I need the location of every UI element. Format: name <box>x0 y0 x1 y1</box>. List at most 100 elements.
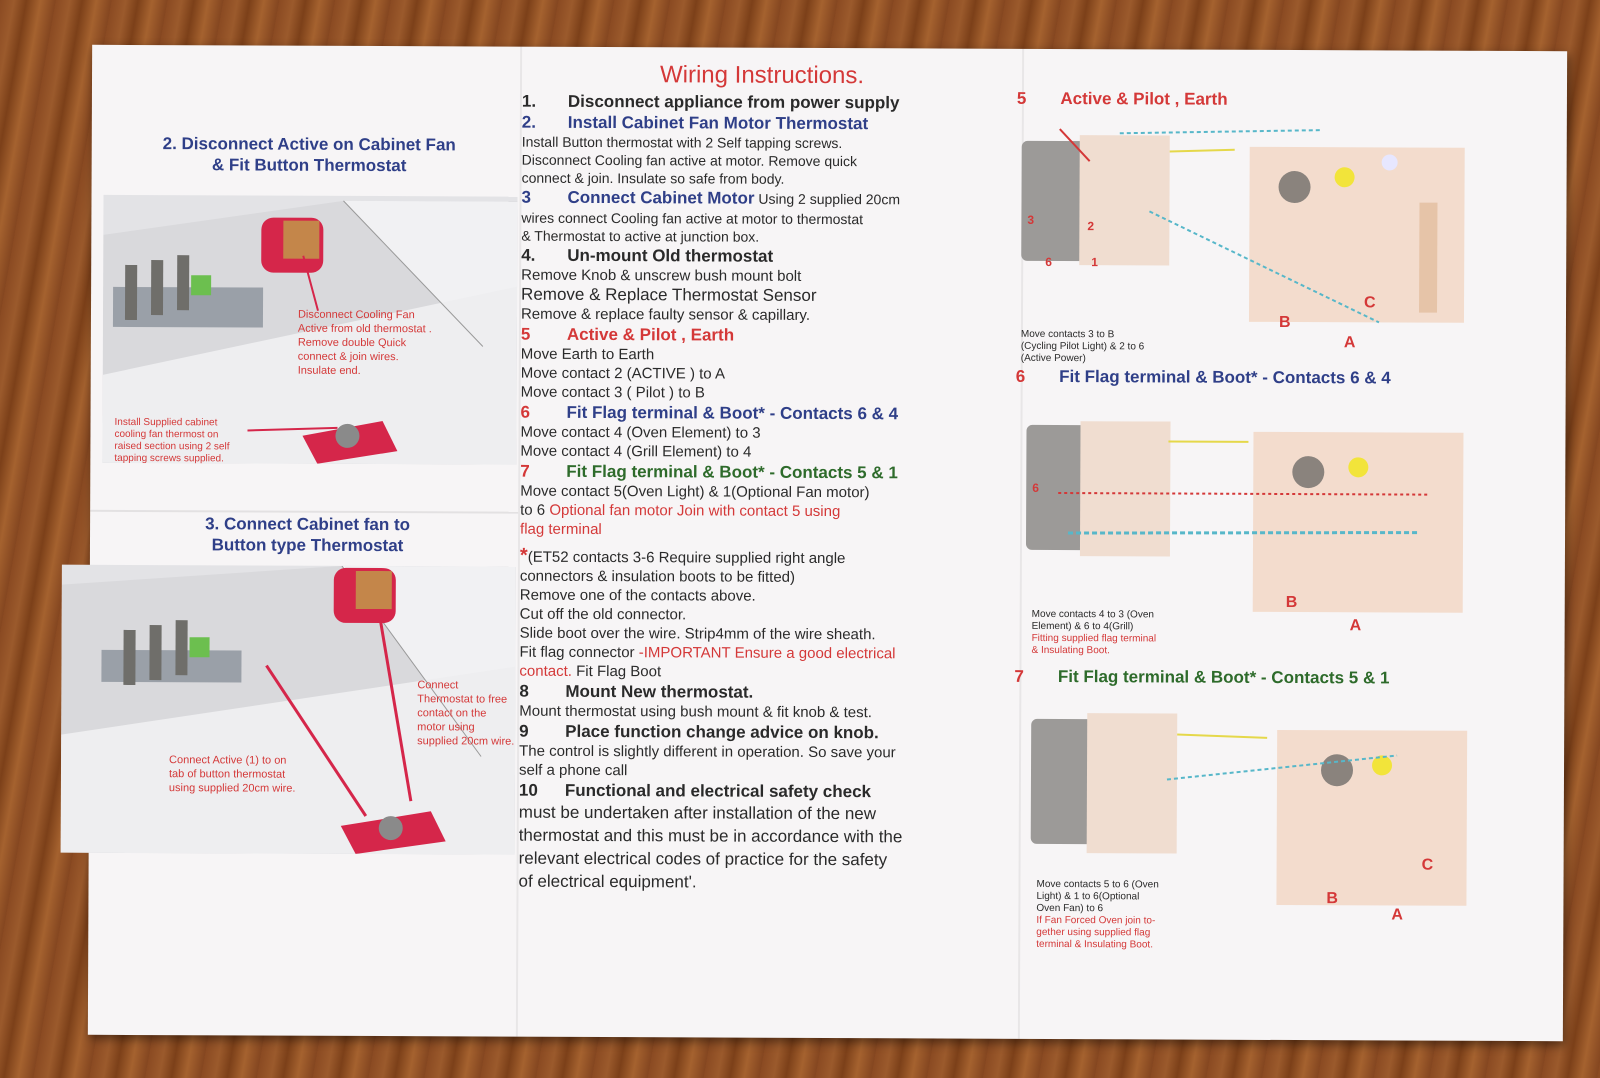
heading-text: Fit Flag terminal & Boot* - Contacts 6 &… <box>1059 367 1391 388</box>
terminal-b-label: B <box>1326 890 1339 908</box>
section-2-title: 2. Disconnect Active on Cabinet Fan & Fi… <box>112 133 507 177</box>
note-line-red: If Fan Forced Oven join to- <box>1036 914 1156 927</box>
section-3-title: 3. Connect Cabinet fan to Button type Th… <box>110 513 505 557</box>
body-line: relevant electrical codes of practice fo… <box>518 848 888 870</box>
note-line: Install Supplied cabinet <box>114 416 218 429</box>
step-title: Place function change advice on knob. <box>565 721 879 743</box>
step-number: 10 <box>518 780 538 800</box>
body-line: Cut off the old connector. <box>519 605 687 624</box>
terminal-label: 3 <box>1027 212 1035 227</box>
body-line: Move contact 5(Oven Light) & 1(Optional … <box>520 482 870 502</box>
step-number: 2. <box>521 112 537 132</box>
note-line: tab of button thermostat <box>168 768 286 781</box>
diagram-5-title: 5 Active & Pilot , Earth <box>1017 89 1228 110</box>
terminal-label: 1 <box>1091 255 1098 270</box>
step-number: 6 <box>520 402 531 422</box>
step-number: 1. <box>521 91 537 111</box>
terminal-label: 6 <box>1045 254 1052 269</box>
step-2-body: Install Button thermostat with 2 Self ta… <box>522 133 1002 189</box>
right-heading-7: 7 Fit Flag terminal & Boot* - Contacts 5 … <box>1014 667 1389 689</box>
body-line: (ET52 contacts 3-6 Require supplied righ… <box>527 548 846 568</box>
note-line: Connect Thermostat to free <box>417 679 508 706</box>
step-number: 9 <box>519 721 529 741</box>
body-line: & Thermostat to active at junction box. <box>521 227 760 245</box>
body-line: Remove one of the contacts above. <box>519 586 756 605</box>
step-5: 5 Active & Pilot , Earth <box>521 324 1001 347</box>
note-line: Move contacts 5 to 6 (Oven <box>1036 878 1159 891</box>
step-3: 3 Connect Cabinet Motor Using 2 supplied … <box>521 187 1001 211</box>
cabinet-motor-drawing <box>60 565 516 855</box>
step-5-body: Move Earth to Earth Move contact 2 (ACTI… <box>521 345 1001 404</box>
body-line-red: Optional fan motor Join with contact 5 u… <box>545 501 841 521</box>
step-4-body: Remove Knob & unscrew bush mount bolt Re… <box>521 266 1001 326</box>
note-line: tapping screws supplied. <box>114 452 224 465</box>
terminal-a-label: A <box>1391 906 1403 924</box>
body-line: connectors & insulation boots to be fitt… <box>519 567 796 586</box>
note-line-red: gether using supplied flag <box>1036 926 1151 939</box>
heading-text: Active & Pilot , Earth <box>1060 89 1228 109</box>
cabinet-fan-drawing <box>102 200 518 465</box>
note-line: cooling fan thermost on <box>114 428 219 441</box>
asterisk: * <box>519 544 528 567</box>
body-line: Disconnect Cooling fan active at motor. … <box>521 151 858 170</box>
terminal-c-label: C <box>1421 856 1434 874</box>
section-3-title-line2: Button type Thermostat <box>211 535 404 556</box>
note-line-red: & Insulating Boot. <box>1031 644 1110 657</box>
step-number: 5 <box>520 324 531 344</box>
body-line: Move contact 4 (Oven Element) to 3 <box>520 423 761 442</box>
terminal-label: 2 <box>1087 219 1095 234</box>
body-line: self a phone call <box>518 761 628 780</box>
section-2-note-install: Install Supplied cabinet cooling fan the… <box>114 417 229 465</box>
terminal-a-label: A <box>1343 334 1356 352</box>
note-line: Remove double Quick <box>297 336 407 350</box>
step-7-body: Move contact 5(Oven Light) & 1(Optional … <box>520 482 1000 541</box>
body-line-red: flag terminal <box>520 520 602 539</box>
body-line: Slide boot over the wire. Strip4mm of th… <box>519 624 876 644</box>
right-heading-5: 5 Active & Pilot , Earth <box>1017 89 1228 110</box>
terminal-b-label: B <box>1285 594 1298 612</box>
step-inline-text: Using 2 supplied 20cm <box>754 190 901 208</box>
step-6-body: Move contact 4 (Oven Element) to 3 Move … <box>520 423 1000 463</box>
step-title: Connect Cabinet Motor <box>567 187 755 208</box>
section-3-note-thermostat: Connect Thermostat to free contact on th… <box>417 678 515 748</box>
step-1: 1. Disconnect appliance from power supply <box>522 91 1002 114</box>
step-title: Disconnect appliance from power supply <box>567 91 900 113</box>
section-2-illustration: Disconnect Cooling Fan Active from old t… <box>102 194 518 465</box>
heading-number: 5 <box>1016 88 1027 108</box>
important-note: -IMPORTANT Ensure a good electrical <box>638 644 896 663</box>
instruction-sheet: 2. Disconnect Active on Cabinet Fan & Fi… <box>60 44 1568 1042</box>
note-line: Element) & 6 to 4(Grill) <box>1031 620 1134 633</box>
body-line: Move Earth to Earth <box>520 345 655 364</box>
step-number: 3 <box>521 187 532 207</box>
section-2-title-line2: & Fit Button Thermostat <box>211 155 407 176</box>
body-line: Fit Flag Boot <box>571 662 662 681</box>
note-line: Insulate end. <box>297 364 361 377</box>
et52-notes: *(ET52 contacts 3-6 Require supplied rig… <box>519 544 1000 683</box>
diagram-7: B A C Move contacts 5 to 6 (Oven Light) … <box>1016 709 1517 950</box>
heading-number: 7 <box>1014 666 1024 686</box>
thermostat-diagram-5 <box>1021 128 1465 324</box>
body-line: Move contact 2 (ACTIVE ) to A <box>520 364 726 383</box>
step-title: Functional and electrical safety check <box>564 780 872 802</box>
thermostat-diagram-6 <box>1025 421 1464 613</box>
step-3-body: wires connect Cooling fan active at moto… <box>521 209 1001 247</box>
step-number: 7 <box>520 461 530 481</box>
note-line: Light) & 1 to 6(Optional <box>1036 890 1140 903</box>
step-4: 4.Un-mount Old thermostat <box>521 245 1001 268</box>
body-line: Move contact 4 (Grill Element) to 4 <box>520 442 752 461</box>
note-line: (Active Power) <box>1020 352 1086 365</box>
step-title: Active & Pilot , Earth <box>566 324 735 345</box>
step-title: Install Cabinet Fan Motor Thermostat <box>567 112 869 134</box>
body-line: of electrical equipment'. <box>518 871 697 892</box>
step-8-body: Mount thermostat using bush mount & fit … <box>519 702 872 722</box>
important-note: contact. <box>519 662 573 680</box>
page-title: Wiring Instructions. <box>659 61 865 90</box>
step-title: Fit Flag terminal & Boot* - Contacts 5 &… <box>566 461 898 483</box>
heading-text: Fit Flag terminal & Boot* - Contacts 5 &… <box>1057 667 1390 688</box>
note-line: Active from old thermostat . <box>297 322 432 336</box>
diagram-5-note: Move contacts 3 to B (Cycling Pilot Ligh… <box>1021 329 1145 366</box>
step-title: Mount New thermostat. <box>565 681 754 702</box>
